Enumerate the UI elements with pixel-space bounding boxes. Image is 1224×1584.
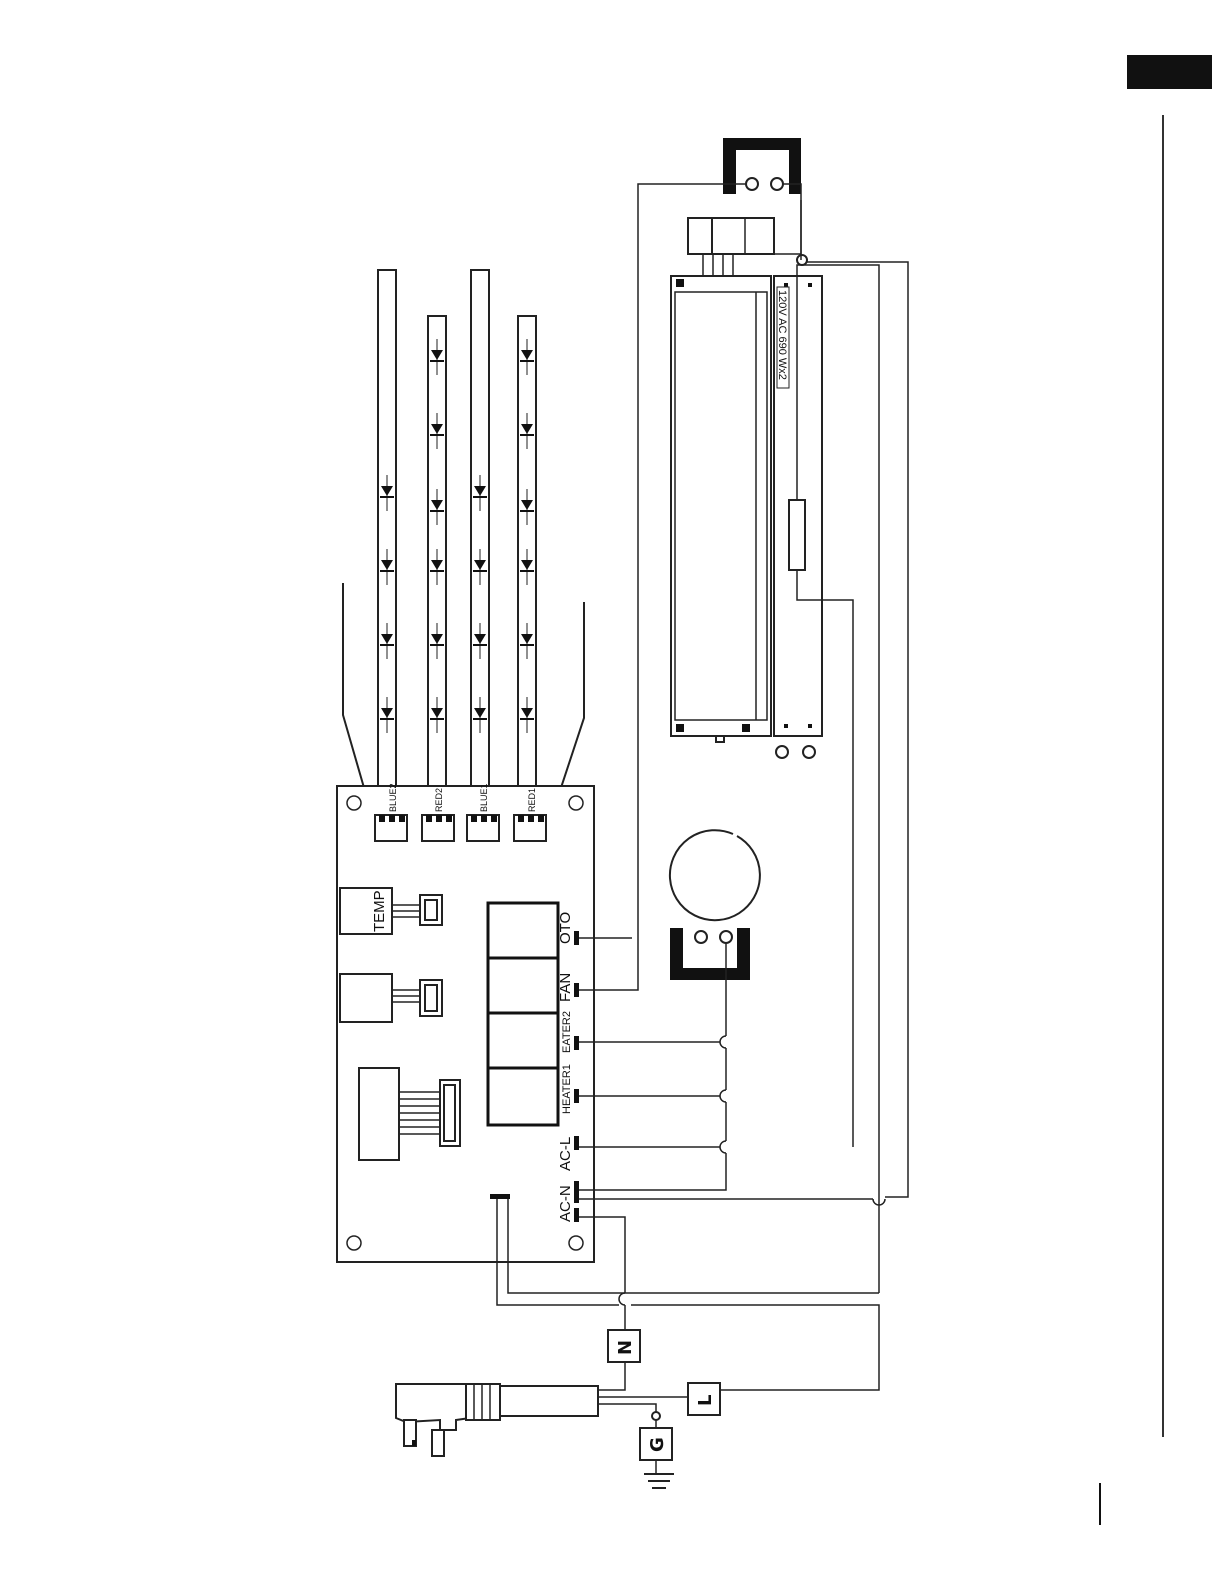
heater-assembly: 120V AC 690 Wx2: [671, 138, 879, 1293]
fan-motor: [688, 218, 774, 276]
thermal-switch-bottom: [670, 928, 750, 980]
lead-wire-left: [343, 583, 371, 812]
terminal-label-heater1: HEATER1: [561, 1064, 573, 1114]
fan-wheel: [670, 830, 760, 920]
led-strip-blue2: [378, 270, 396, 790]
wire-tag-l-label: L: [695, 1395, 716, 1406]
receiver-module: [340, 974, 442, 1022]
wire-tag-n: N: [608, 1330, 640, 1362]
relay-bank: [488, 903, 558, 1125]
wire-tag-g: G: [640, 1428, 672, 1460]
connector-label-blue1: BLUE1: [479, 783, 489, 812]
led-strip-red2: [428, 316, 446, 790]
terminal-label-ac-l: AC-L: [557, 1137, 574, 1171]
control-board: BLUE2 RED2 BLUE1 RED1 TEMP: [337, 783, 594, 1262]
temp-label: TEMP: [371, 890, 388, 932]
terminal-label-ac-n: AC-N: [557, 1185, 574, 1222]
wire-tag-n-label: N: [615, 1340, 636, 1355]
connector-label-blue2: BLUE2: [388, 783, 398, 812]
connector-label-red2: RED2: [434, 788, 444, 812]
wire-tag-g-label: G: [647, 1437, 668, 1452]
terminal-label-fan: FAN: [557, 973, 574, 1002]
connector-label-red1: RED1: [527, 788, 537, 812]
terminal-label-oto: OTO: [557, 912, 574, 944]
thermal-switch-top: [723, 138, 801, 194]
led-strip-blue1: [471, 270, 489, 790]
page-tab: [1127, 55, 1212, 89]
wire-tag-l: L: [688, 1383, 720, 1415]
terminal-label-heater2: EATER2: [561, 1011, 573, 1053]
power-plug: [396, 1384, 598, 1456]
heater-rating: 120V AC 690 Wx2: [776, 290, 788, 380]
resistor: [789, 500, 805, 570]
lead-wire-right: [553, 602, 584, 812]
led-strip-red1: [518, 316, 536, 790]
